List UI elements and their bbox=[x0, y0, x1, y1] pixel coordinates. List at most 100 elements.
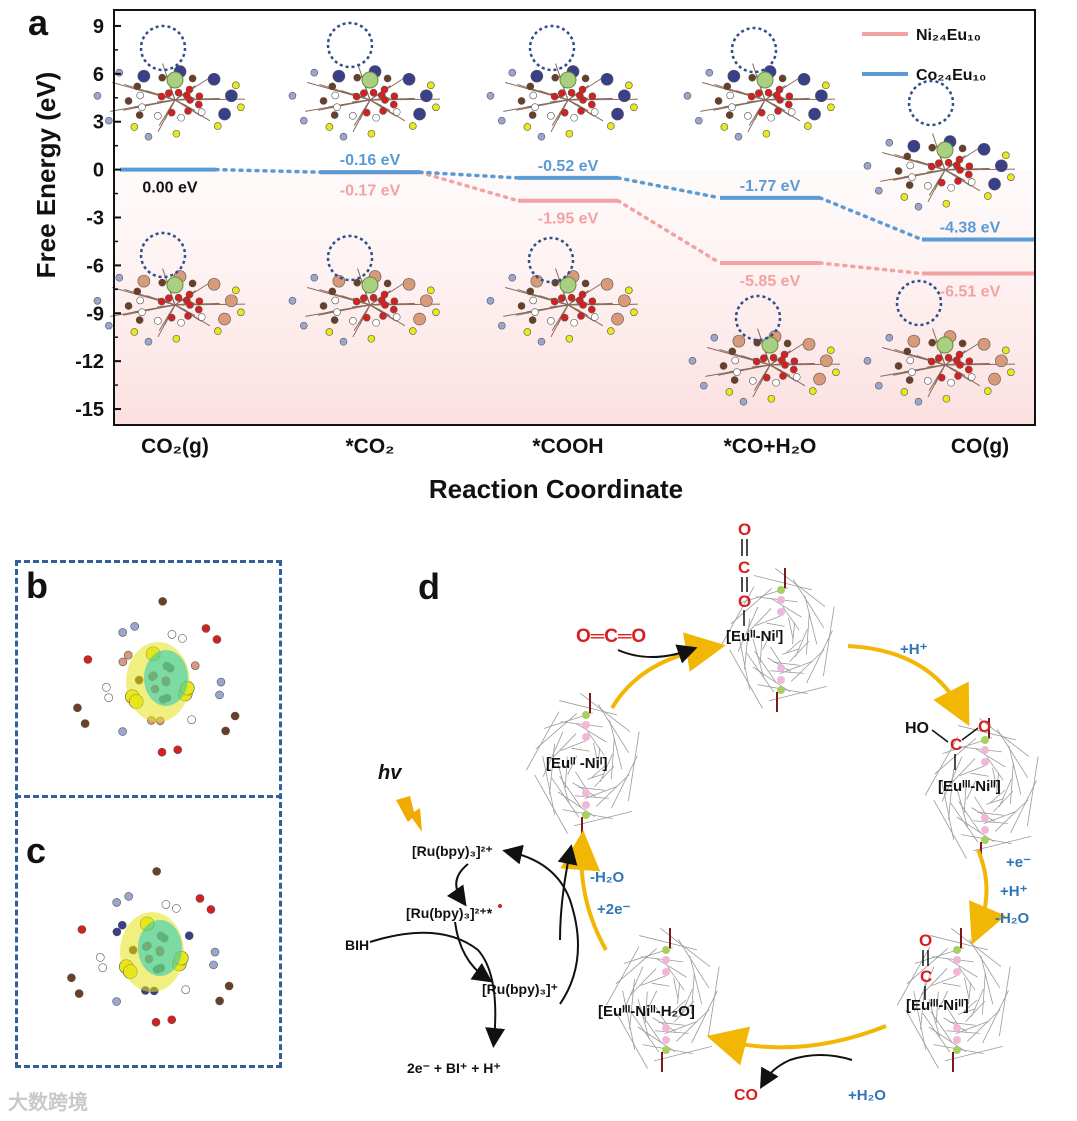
eu-atom bbox=[761, 336, 779, 354]
atom-symbol: C bbox=[950, 735, 962, 754]
bond bbox=[594, 765, 615, 788]
series-connector bbox=[214, 167, 322, 174]
atom bbox=[133, 287, 142, 296]
bond bbox=[587, 731, 605, 756]
highlight-circle bbox=[528, 24, 576, 72]
bond bbox=[708, 966, 720, 1037]
arrow-top-to-right bbox=[847, 644, 970, 727]
atom bbox=[577, 312, 585, 320]
atom bbox=[154, 317, 162, 325]
atom bbox=[560, 108, 569, 117]
atom bbox=[172, 129, 181, 138]
bond bbox=[319, 288, 371, 306]
bond bbox=[970, 772, 989, 777]
atom bbox=[158, 278, 167, 287]
atom bbox=[582, 811, 590, 819]
bond bbox=[535, 713, 577, 750]
bond bbox=[959, 765, 985, 776]
atom bbox=[157, 92, 166, 101]
atom bbox=[528, 111, 537, 119]
atom bbox=[954, 372, 962, 380]
atom bbox=[93, 296, 102, 305]
atom bbox=[408, 327, 417, 335]
atom bbox=[154, 112, 162, 120]
atom bbox=[958, 144, 967, 153]
bond bbox=[551, 304, 569, 331]
atom bbox=[144, 132, 153, 141]
atom bbox=[662, 946, 670, 954]
atom bbox=[319, 302, 328, 310]
bond bbox=[755, 596, 798, 603]
bond bbox=[567, 755, 578, 775]
atom bbox=[967, 178, 976, 186]
bond bbox=[591, 764, 607, 779]
atom bbox=[953, 1036, 961, 1044]
state-bottom-left-label: [Euᴵᴵᴵ-Niᴵᴵ-H₂O] bbox=[598, 1003, 695, 1020]
bond bbox=[575, 771, 587, 790]
bond bbox=[639, 935, 698, 951]
atom bbox=[958, 339, 967, 348]
cluster-structure-icon bbox=[486, 268, 638, 346]
bond bbox=[770, 646, 782, 665]
atom bbox=[195, 92, 204, 101]
x-tick-label: CO(g) bbox=[951, 435, 1009, 458]
atom bbox=[778, 74, 787, 83]
bond bbox=[720, 586, 755, 646]
bond bbox=[922, 1012, 951, 1053]
state-right-label: [Euᴵᴵᴵ-Niᴵᴵ] bbox=[938, 778, 1001, 795]
bond bbox=[600, 753, 613, 782]
atom bbox=[981, 746, 989, 754]
atom bbox=[102, 683, 111, 692]
atom bbox=[408, 122, 417, 130]
bond bbox=[913, 990, 927, 1050]
atom bbox=[739, 397, 748, 406]
atom bbox=[80, 719, 90, 728]
atom bbox=[964, 170, 973, 179]
atom bbox=[152, 867, 161, 876]
bond bbox=[647, 990, 658, 1010]
atom bbox=[995, 159, 1008, 173]
eu-atom bbox=[936, 336, 954, 354]
bond bbox=[587, 773, 605, 780]
atom bbox=[402, 277, 416, 291]
atom bbox=[803, 122, 812, 130]
bond bbox=[966, 780, 977, 800]
adsorbed-cooh: CO bbox=[931, 717, 991, 770]
atom bbox=[732, 334, 746, 348]
atom bbox=[905, 181, 914, 189]
atom bbox=[953, 968, 961, 976]
x-axis-label: Reaction Coordinate bbox=[429, 474, 683, 504]
atom bbox=[625, 81, 633, 90]
atom bbox=[907, 139, 921, 153]
atom bbox=[625, 286, 633, 295]
bond bbox=[628, 731, 640, 802]
atom bbox=[172, 904, 181, 913]
atom bbox=[112, 997, 121, 1006]
atom bbox=[98, 963, 108, 973]
panel-label-b: b bbox=[26, 565, 48, 606]
bond bbox=[956, 789, 969, 829]
atom bbox=[725, 388, 734, 396]
atom bbox=[908, 368, 916, 376]
atom bbox=[988, 177, 1001, 191]
atom bbox=[124, 302, 133, 310]
series-connector bbox=[418, 170, 520, 203]
atom bbox=[581, 74, 590, 83]
x-tick-label: *CO₂ bbox=[345, 435, 394, 458]
wireframe-cluster-icon bbox=[605, 928, 720, 1072]
bond bbox=[928, 364, 946, 391]
atom bbox=[225, 89, 238, 103]
ru-2plus-label: [Ru(bpy)₃]²⁺ bbox=[412, 843, 493, 859]
ho-label: HO bbox=[905, 720, 929, 737]
atom bbox=[331, 91, 339, 100]
atom bbox=[981, 758, 989, 766]
bond bbox=[637, 999, 650, 1039]
bond bbox=[560, 721, 603, 728]
atom-symbol: O bbox=[738, 520, 751, 539]
atom bbox=[774, 107, 782, 115]
atom bbox=[754, 89, 763, 97]
atom bbox=[372, 113, 380, 122]
products-label: 2e⁻ + BI⁺ + H⁺ bbox=[407, 1060, 501, 1076]
bond bbox=[804, 595, 818, 645]
